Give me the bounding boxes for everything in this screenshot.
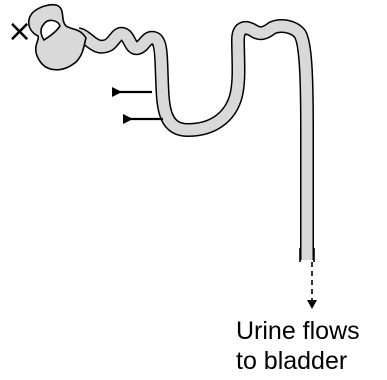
caption-line-2: to bladder bbox=[236, 346, 386, 376]
nephron-tubule bbox=[78, 26, 307, 260]
bowmans-capsule bbox=[29, 5, 86, 70]
outflow-arrow bbox=[307, 262, 317, 309]
tubule-lumen bbox=[78, 26, 307, 260]
urine-flow-caption: Urine flows to bladder bbox=[236, 316, 386, 376]
caption-line-1: Urine flows bbox=[236, 316, 386, 346]
tubule-outline bbox=[78, 26, 307, 260]
down-arrow-icon bbox=[307, 300, 317, 309]
x-marker: × bbox=[7, 14, 32, 49]
